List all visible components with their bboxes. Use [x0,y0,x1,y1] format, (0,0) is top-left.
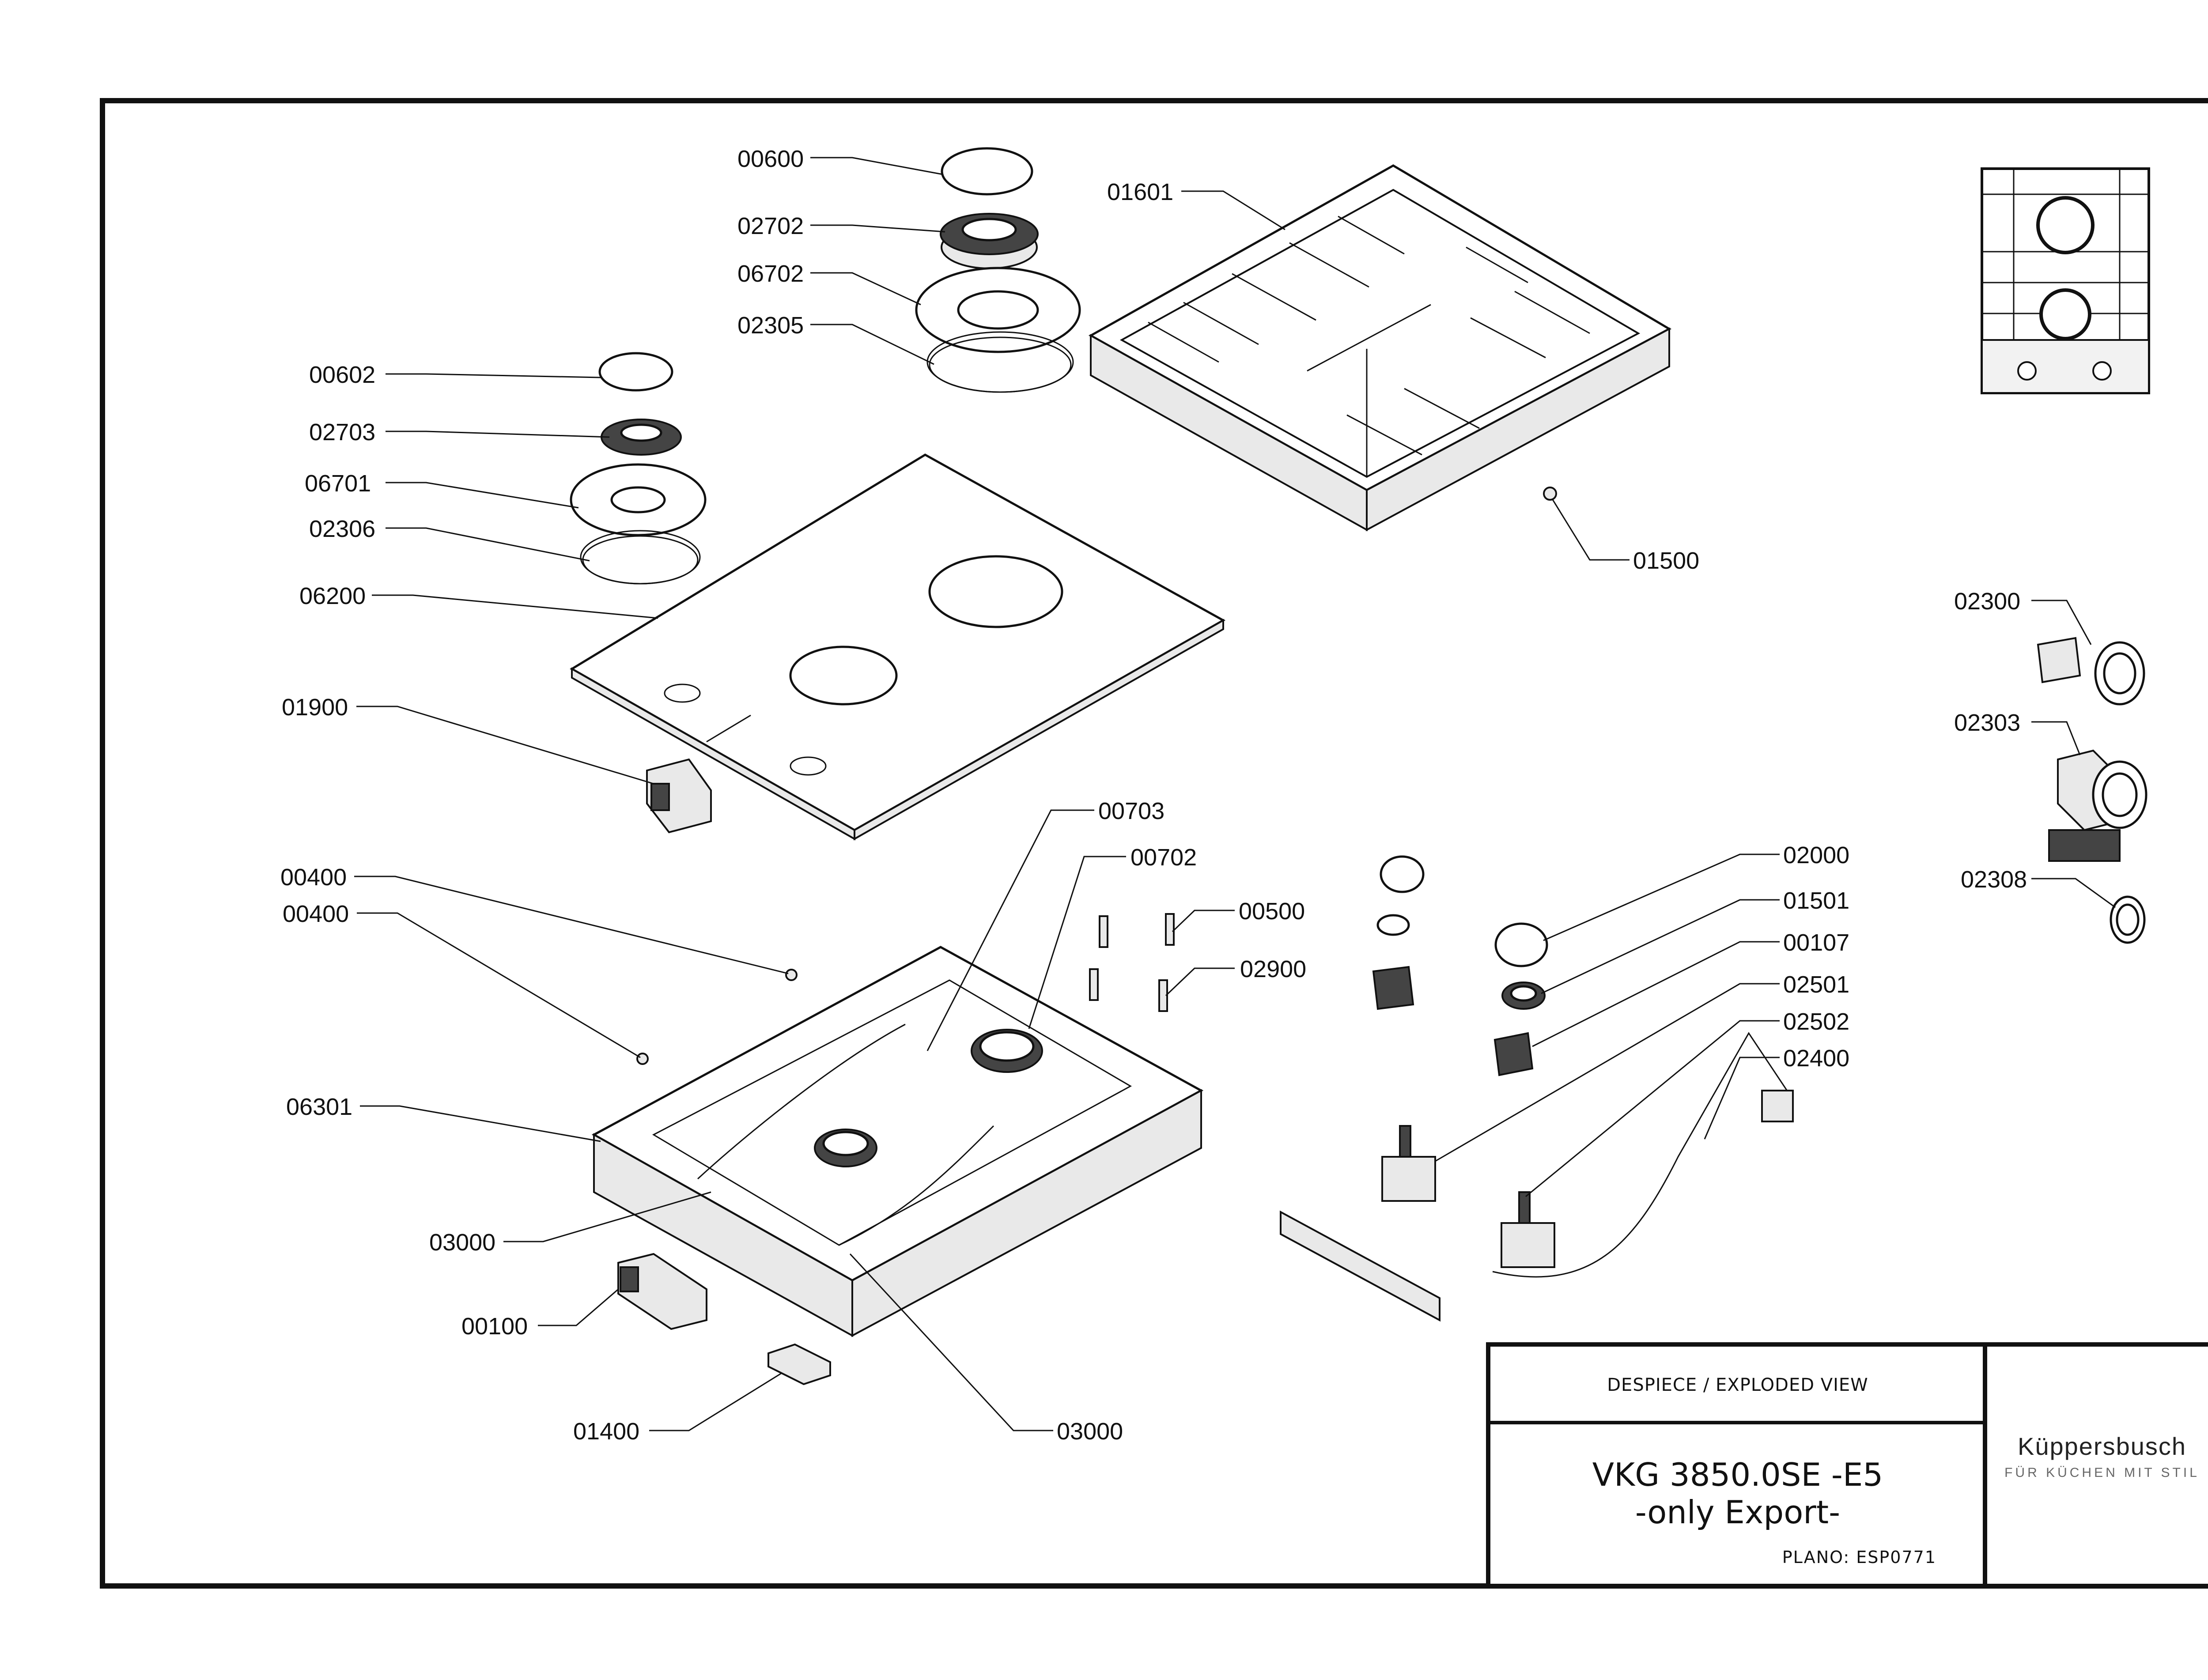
title-model-line2: -only Export- [1635,1494,1840,1531]
label-01501: 01501 [1783,887,1849,914]
label-00400-b: 00400 [283,901,349,927]
label-06301: 06301 [286,1094,352,1120]
label-02501: 02501 [1783,971,1849,998]
label-00600: 00600 [737,146,804,172]
label-01900: 01900 [282,694,348,721]
label-06200: 06200 [299,583,366,609]
label-02305: 02305 [737,312,804,339]
label-06702: 06702 [737,260,804,287]
base-tray [591,946,1204,1337]
burner-ring-large [915,267,1081,353]
label-00107: 00107 [1783,929,1849,956]
burner-head-small [601,419,682,456]
label-00400-a: 00400 [280,864,347,891]
drawing-frame [100,98,2208,1589]
label-00703: 00703 [1098,798,1164,824]
sealing-washer [2110,895,2146,944]
label-02400: 02400 [1783,1045,1849,1072]
label-00500: 00500 [1239,898,1305,925]
burner-cap-large [941,147,1033,196]
label-01500: 01500 [1633,547,1699,574]
label-02702: 02702 [737,213,804,239]
label-03000-b: 03000 [1057,1418,1123,1445]
ignition-module [646,758,712,834]
label-02900: 02900 [1240,956,1306,982]
brand-slogan: FÜR KÜCHEN MIT STIL [2004,1465,2200,1480]
burner-ring-small [570,463,707,536]
knob-clip [1493,1032,1534,1076]
mounting-bracket [768,1343,831,1386]
label-02703: 02703 [309,419,375,445]
gas-valve-manifold [1280,1032,1794,1322]
glass-hob-top [570,453,1226,841]
ignition-electrodes [1089,913,1175,1012]
label-02308: 02308 [1961,866,2027,893]
label-02306: 02306 [309,516,375,542]
burner-head-large [940,213,1039,269]
label-00602: 00602 [309,362,375,388]
label-00100: 00100 [461,1313,528,1340]
label-02000: 02000 [1783,842,1849,868]
gas-connector-elbow [2048,749,2148,862]
label-00702: 00702 [1130,844,1197,871]
pan-support-grid [1088,164,1672,532]
label-06701: 06701 [305,470,371,497]
label-01400: 01400 [573,1418,639,1445]
screw-00400-a [785,969,798,981]
brand-logo-text: Küppersbusch [2018,1432,2186,1460]
control-knob-left [1372,855,1425,1010]
burner-cap-small [598,352,673,392]
title-model-line1: VKG 3850.0SE -E5 [1592,1456,1883,1493]
title-block: DESPIECE / EXPLODED VIEW VKG 3850.0SE -E… [1486,1342,2208,1588]
screw-01500 [1543,487,1557,501]
screw-00400-b [636,1053,649,1065]
leader-lines [354,157,2116,1431]
gas-connector-straight [2037,637,2145,706]
title-plano: PLANO: ESP0771 [1782,1548,1936,1567]
label-02502: 02502 [1783,1008,1849,1035]
title-view-label: DESPIECE / EXPLODED VIEW [1607,1375,1868,1395]
seal-ring-small [580,530,701,585]
label-02300: 02300 [1954,588,2020,615]
control-knob [1494,922,1548,967]
seal-ring-large [926,331,1074,393]
label-03000-a: 03000 [429,1229,495,1256]
label-01601: 01601 [1107,179,1173,205]
label-02303: 02303 [1954,710,2020,736]
switch-block [617,1253,707,1330]
knob-bezel [1501,982,1546,1010]
hob-top-view-thumbnail [1981,167,2150,394]
